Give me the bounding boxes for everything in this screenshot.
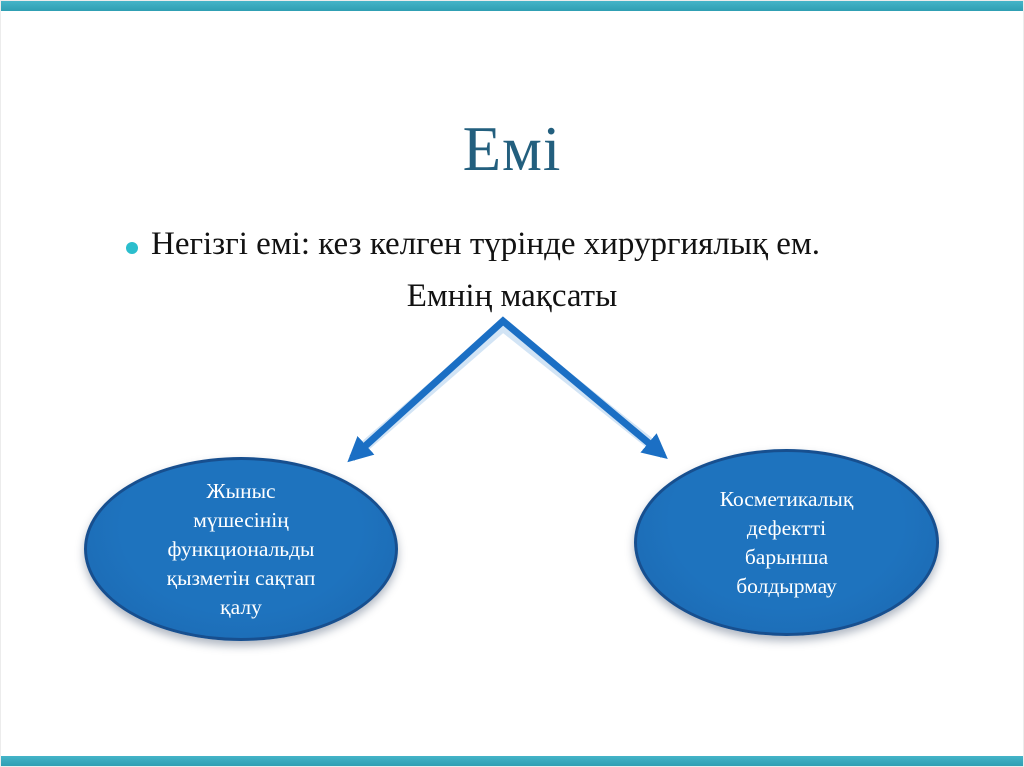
bottom-accent-bar — [1, 756, 1023, 766]
diagram-heading: Емнің мақсаты — [406, 278, 618, 314]
diagram-node-left-text: Жыныс мүшесінің функциональды қызметін с… — [166, 478, 316, 619]
bullet-item-text: Негізгі емі: кез келген түрінде хирургия… — [151, 226, 821, 262]
diagram-node-left: Жыныс мүшесінің функциональды қызметін с… — [84, 457, 398, 641]
diagram-node-right: Косметикалық дефектті барынша болдырмау — [634, 449, 939, 636]
slide-title: Емі — [462, 114, 562, 184]
arrow-halo — [352, 318, 663, 458]
bullet-dot-icon — [126, 242, 138, 254]
diagram-node-right-text: Косметикалық дефектті барынша болдырмау — [719, 486, 854, 598]
top-accent-bar — [1, 1, 1023, 11]
arrow-v-left-right — [347, 316, 668, 463]
